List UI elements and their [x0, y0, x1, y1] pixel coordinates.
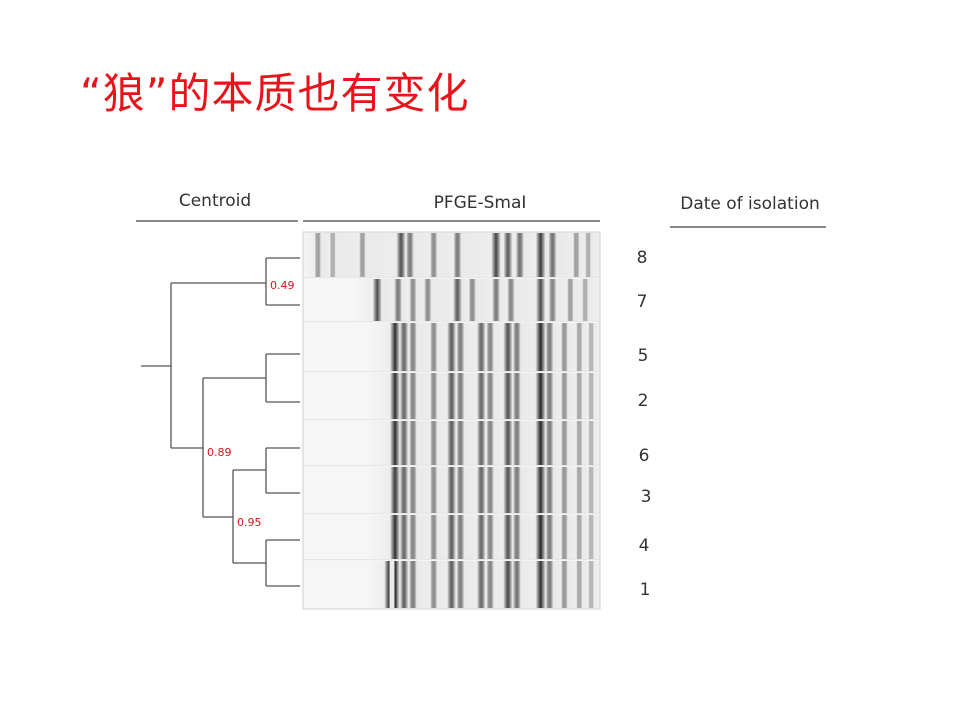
slide-title: “狼”的本质也有变化 [80, 69, 470, 118]
gel-lane-2 [303, 373, 600, 419]
isolate-label-3: 3 [641, 487, 652, 507]
bootstrap-value-0-49: 0.49 [270, 279, 295, 292]
isolate-label-7: 7 [637, 292, 648, 312]
isolate-label-8: 8 [637, 248, 648, 268]
dendrogram [141, 257, 300, 587]
isolate-label-1: 1 [640, 580, 651, 600]
gel-lane-6 [303, 421, 600, 465]
date-of-isolation-header: Date of isolation [680, 194, 820, 214]
isolate-labels: 8 7 5 2 6 3 4 1 [637, 248, 652, 600]
gel-lane-3 [303, 467, 600, 513]
bootstrap-value-0-89: 0.89 [207, 446, 232, 459]
gel-lane-4 [303, 515, 600, 559]
isolate-label-6: 6 [639, 446, 650, 466]
bootstrap-value-0-95: 0.95 [237, 516, 262, 529]
gel-lane-8 [303, 233, 600, 277]
pfge-method-header: PFGE-SmaI [434, 193, 527, 213]
centroid-header: Centroid [179, 191, 251, 211]
gel-lane-7 [303, 279, 600, 321]
gel-lane-1 [303, 561, 600, 608]
pfge-gel [302, 231, 601, 610]
isolate-label-4: 4 [639, 536, 650, 556]
gel-lane-5 [303, 323, 600, 371]
isolate-label-2: 2 [638, 391, 649, 411]
isolate-label-5: 5 [638, 346, 649, 366]
gel-frame [302, 231, 601, 610]
